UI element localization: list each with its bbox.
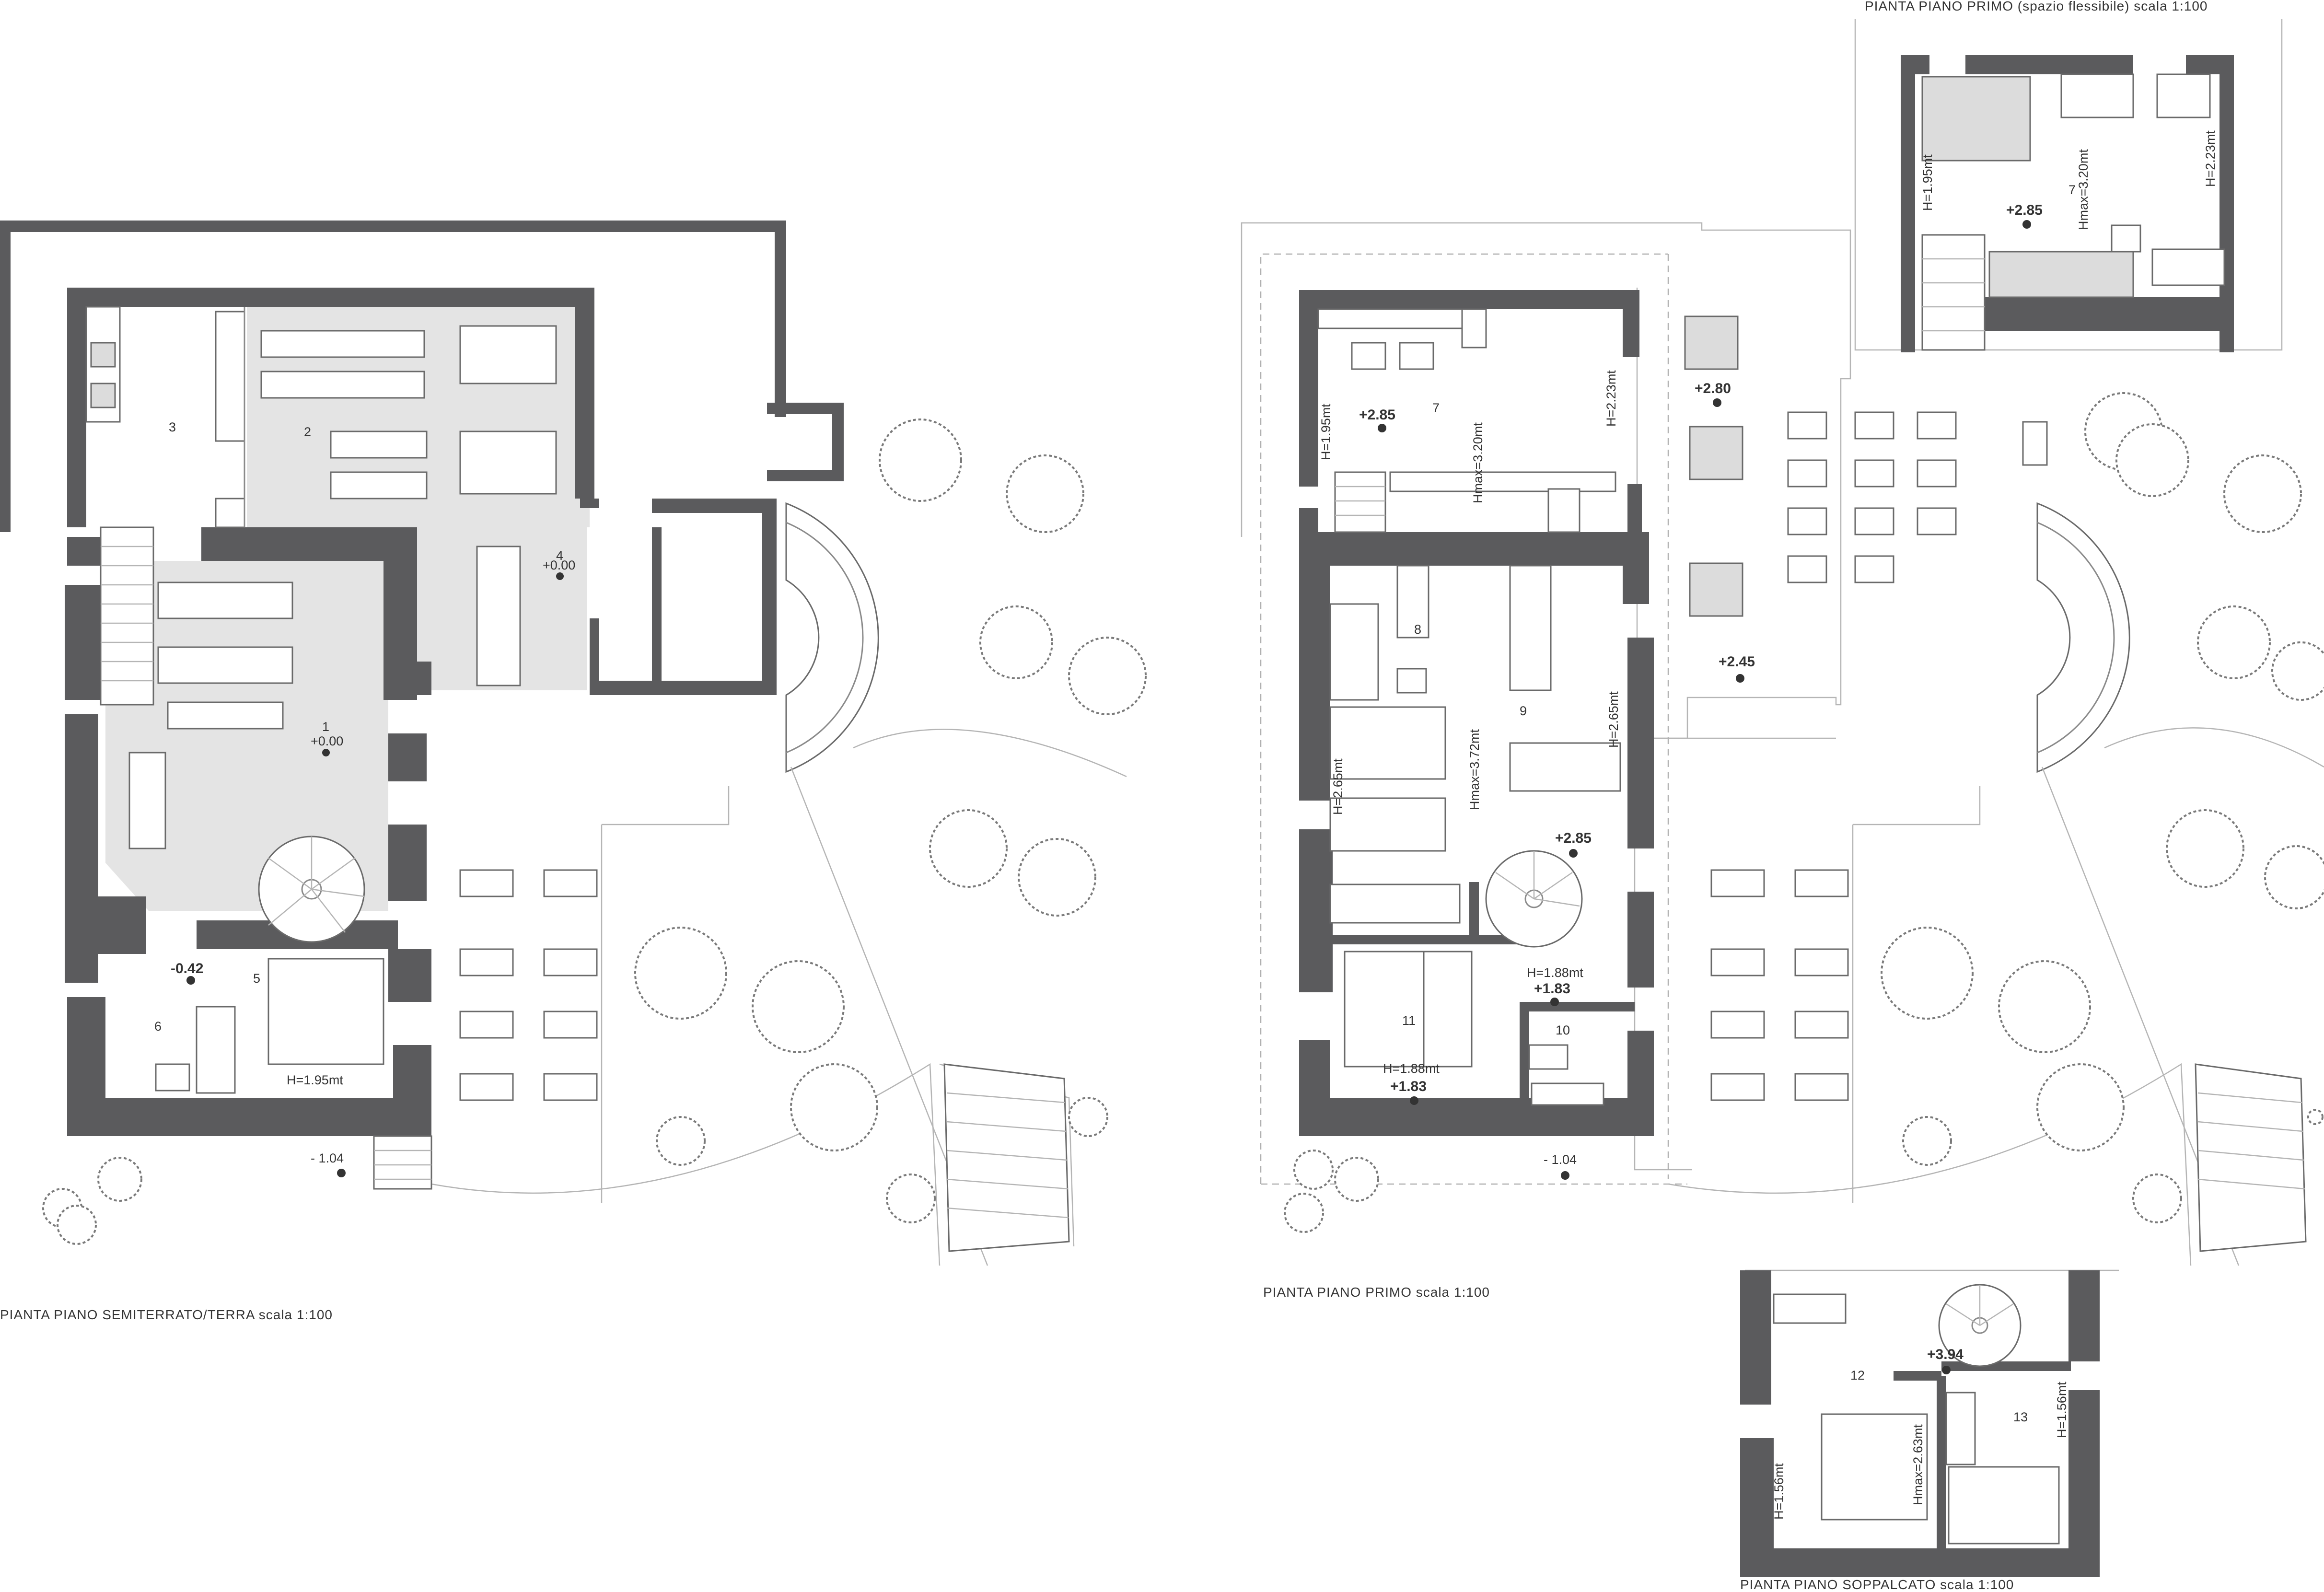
- external-spiral-stair-first: [2022, 421, 2130, 773]
- room-label-10: 10: [1556, 1023, 1570, 1037]
- caption-ground-floor: PIANTA PIANO SEMITERRATO/TERRA scala 1:1…: [0, 1307, 333, 1322]
- level-room-7: +2.85: [1359, 407, 1395, 423]
- room-label-12: 12: [1850, 1368, 1865, 1383]
- level-outside-first: - 1.04: [1544, 1152, 1577, 1167]
- height-room-5: H=1.95mt: [287, 1073, 343, 1087]
- north-wall: [67, 288, 594, 307]
- entrance-steps-ground: [373, 1135, 432, 1190]
- trees-first: [1284, 392, 2324, 1233]
- level-room-11: +1.83: [1390, 1079, 1427, 1094]
- height-room-10: H=1.88mt: [1527, 965, 1583, 980]
- bathtub: [196, 1006, 236, 1094]
- room-label-7-flexible: 7: [2068, 183, 2076, 197]
- terrace-tables-first: [1684, 315, 1957, 617]
- room-label-4: 4: [556, 548, 563, 563]
- height-room-11: H=1.88mt: [1383, 1061, 1440, 1076]
- dining-tables-room-2: [260, 325, 557, 500]
- external-spiral-stair: [785, 502, 879, 773]
- level-room-10: +1.83: [1534, 981, 1570, 997]
- loft-floor-plan: +3.94 12 13 H=1.56mt Hmax=2.63mt H=1.56m…: [1740, 1269, 2119, 1592]
- stair-flexible: [1921, 234, 1986, 351]
- caption-first-floor: PIANTA PIANO PRIMO scala 1:100: [1263, 1285, 1490, 1300]
- bed-room-5: [267, 958, 384, 1065]
- height-loft-c: H=1.56mt: [2055, 1382, 2069, 1438]
- spiral-stair-first: [1485, 850, 1583, 948]
- room-label-7: 7: [1432, 401, 1440, 415]
- height-room-7-b: Hmax=3.20mt: [1471, 422, 1485, 503]
- caption-first-floor-flexible: PIANTA PIANO PRIMO (spazio flessibile) s…: [1865, 0, 2208, 13]
- level-room-9: +2.85: [1555, 830, 1592, 846]
- garden-steps-first: [2195, 1063, 2307, 1252]
- height-flexible-c: H=2.23mt: [2203, 130, 2218, 187]
- caption-loft-floor: PIANTA PIANO SOPPALCATO scala 1:100: [1740, 1577, 2014, 1592]
- first-floor-plan: +2.85 7 H=1.95mt Hmax=3.20mt H=2.23mt +2…: [1241, 222, 2324, 1300]
- height-room-9-b: Hmax=3.72mt: [1467, 729, 1482, 810]
- room-label-5: 5: [253, 971, 260, 986]
- room-label-9: 9: [1520, 704, 1527, 718]
- height-room-7-c: H=2.23mt: [1604, 370, 1618, 427]
- stair-first-room-7: [1334, 471, 1386, 533]
- level-room-5: -0.42: [171, 961, 203, 976]
- boundary-wall: [0, 221, 786, 232]
- room-label-3: 3: [169, 420, 176, 434]
- level-terrace-upper: +2.80: [1695, 381, 1731, 396]
- garden-steps-ground: [943, 1063, 1070, 1252]
- spiral-stair-ground: [258, 836, 365, 943]
- room-label-1: 1: [322, 720, 329, 734]
- height-flexible-b: Hmax=3.20mt: [2076, 149, 2091, 230]
- level-outside-ground: - 1.04: [311, 1151, 344, 1165]
- room-label-2: 2: [304, 425, 311, 439]
- room-label-11: 11: [1402, 1013, 1416, 1028]
- level-terrace-lower: +2.45: [1719, 654, 1755, 670]
- level-room-4: +0.00: [543, 558, 575, 572]
- table-room-4: [476, 546, 521, 686]
- spiral-stair-loft: [1938, 1284, 2022, 1367]
- room-label-6: 6: [154, 1019, 162, 1034]
- ground-floor-plan: 3 2 4 +0.00 1 +0.00 -0.42 5 6 H=1.95mt -…: [0, 221, 1147, 1322]
- height-room-9-c: H=2.65mt: [1606, 691, 1621, 748]
- level-loft: +3.94: [1927, 1347, 1964, 1362]
- level-flexible-7: +2.85: [2006, 202, 2043, 218]
- height-room-9-a: H=2.65mt: [1331, 758, 1345, 815]
- level-room-1: +0.00: [311, 734, 343, 748]
- height-loft-b: Hmax=2.63mt: [1911, 1424, 1925, 1505]
- trees-ground: [42, 418, 1147, 1245]
- first-floor-flexible-plan: +2.85 7 H=1.95mt Hmax=3.20mt H=2.23mt PI…: [1854, 0, 2283, 352]
- height-room-7-a: H=1.95mt: [1319, 404, 1333, 460]
- height-loft-a: H=1.56mt: [1772, 1463, 1786, 1520]
- room-label-8: 8: [1414, 622, 1421, 637]
- room-label-13: 13: [2013, 1410, 2028, 1424]
- height-flexible-a: H=1.95mt: [1920, 154, 1935, 211]
- stove: [90, 342, 116, 368]
- outdoor-tables-first: [1710, 869, 1849, 1101]
- entrance-stair: [100, 526, 154, 706]
- outdoor-tables-ground: [459, 869, 598, 1101]
